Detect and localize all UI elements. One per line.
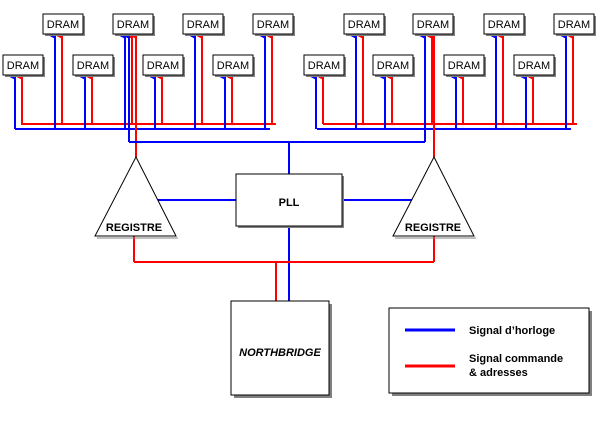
left-dram-top-1: DRAM (42, 13, 85, 36)
dram-label: DRAM (147, 60, 179, 72)
dram-modules: DRAM DRAM DRAM DRAM DRAM DRAM DRAM DRAM DRAM DRAM… (2, 13, 596, 77)
left-dram-top-2: DRAM (112, 13, 155, 36)
right-dram-top-3: DRAM (483, 13, 526, 36)
dram-label: DRAM (77, 60, 109, 72)
left-dram-bottom-2: DRAM (72, 54, 115, 77)
left-dram-bottom-4: DRAM (212, 54, 255, 77)
dram-label: DRAM (417, 19, 449, 31)
register-right: REGISTRE (392, 155, 476, 239)
dram-label: DRAM (518, 60, 550, 72)
dram-label: DRAM (117, 19, 149, 31)
northbridge-label: NORTHBRIDGE (239, 347, 321, 359)
left-dram-bottom-1: DRAM (2, 54, 45, 77)
pll-label: PLL (279, 197, 300, 209)
left-dram-top-3: DRAM (182, 13, 225, 36)
register-left-label: REGISTRE (106, 222, 162, 234)
legend-command-label-1: Signal commande (469, 353, 563, 365)
left-dram-top-4: DRAM (252, 13, 295, 36)
dram-label: DRAM (47, 19, 79, 31)
right-dram-bottom-2: DRAM (372, 54, 415, 77)
dram-label: DRAM (187, 19, 219, 31)
dram-label: DRAM (488, 19, 520, 31)
legend-command-label-2: & adresses (469, 367, 528, 379)
pll-box: PLL (235, 173, 344, 228)
dram-label: DRAM (217, 60, 249, 72)
left-dram-bottom-3: DRAM (142, 54, 185, 77)
signal-wires (9, 33, 577, 301)
dram-label: DRAM (348, 19, 380, 31)
northbridge-box: NORTHBRIDGE (230, 300, 332, 398)
dram-label: DRAM (448, 60, 480, 72)
right-dram-bottom-1: DRAM (303, 54, 346, 77)
dram-label: DRAM (308, 60, 340, 72)
dram-label: DRAM (558, 19, 590, 31)
right-dram-bottom-4: DRAM (513, 54, 556, 77)
dram-label: DRAM (257, 19, 289, 31)
legend-clock-label: Signal d’horloge (469, 325, 555, 337)
register-right-label: REGISTRE (405, 222, 461, 234)
legend: Signal d’horloge Signal commande & adres… (388, 307, 592, 396)
dram-label: DRAM (7, 60, 39, 72)
right-dram-top-4: DRAM (553, 13, 596, 36)
right-dram-bottom-3: DRAM (443, 54, 486, 77)
dram-label: DRAM (377, 60, 409, 72)
right-dram-top-2: DRAM (412, 13, 455, 36)
right-dram-top-1: DRAM (343, 13, 386, 36)
register-left: REGISTRE (94, 155, 178, 239)
